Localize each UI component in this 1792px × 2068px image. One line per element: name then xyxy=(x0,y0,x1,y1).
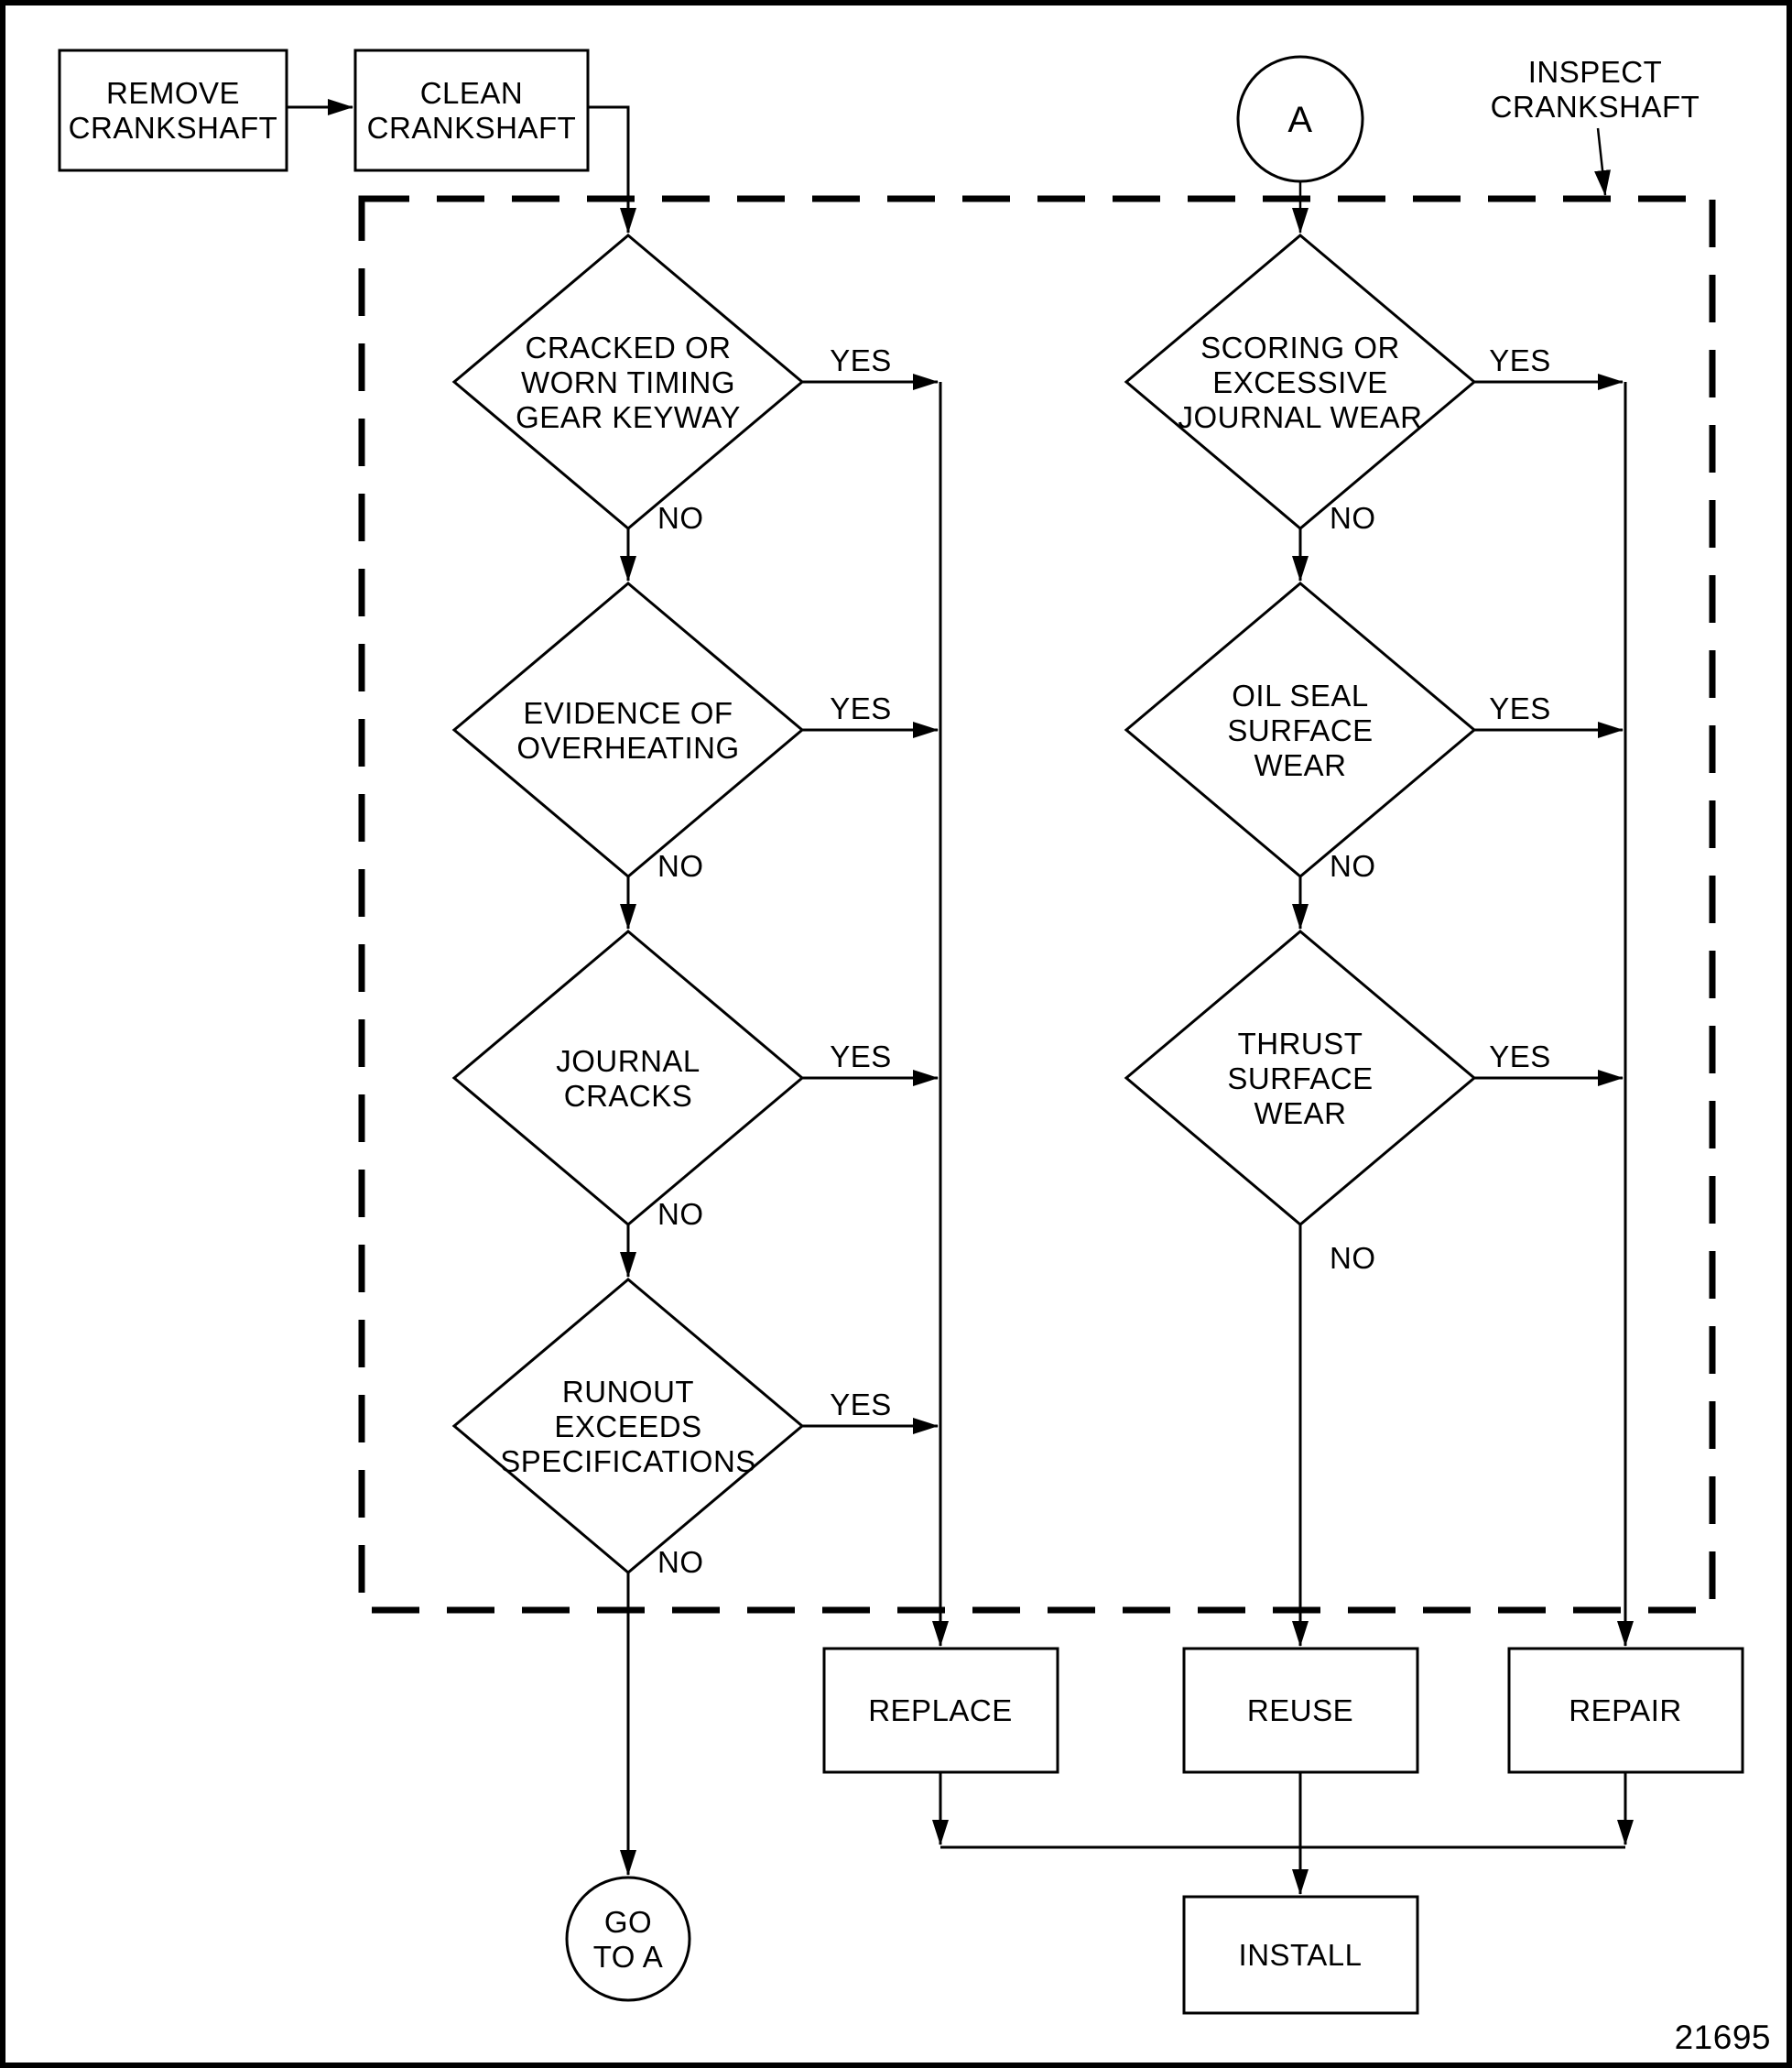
cracked-line2: WORN TIMING xyxy=(521,365,735,399)
thrust-line3: WEAR xyxy=(1254,1096,1347,1130)
thrust-line2: SURFACE xyxy=(1227,1061,1373,1095)
no-label-overheating: NO xyxy=(657,849,704,883)
connector-circle-a xyxy=(1236,55,1364,183)
oil-seal-line1: OIL SEAL xyxy=(1232,679,1369,713)
connector-clean-to-cracked xyxy=(588,105,636,234)
clean-label-line2: CRANKSHAFT xyxy=(367,111,577,145)
runout-line3: SPECIFICATIONS xyxy=(500,1444,756,1478)
connector-inspect-caption-arrow xyxy=(1594,127,1612,196)
cracked-line3: GEAR KEYWAY xyxy=(516,400,741,434)
yes-label-cracked: YES xyxy=(830,343,892,377)
runout-line1: RUNOUT xyxy=(562,1375,694,1409)
reuse-label: REUSE xyxy=(1247,1693,1353,1727)
go-to-a-line2: TO A xyxy=(593,1940,664,1974)
connector-a-label: A xyxy=(1287,100,1312,140)
process-box-remove-crankshaft xyxy=(58,49,288,172)
no-label-oil-seal: NO xyxy=(1330,849,1376,883)
journal-line1: JOURNAL xyxy=(556,1044,701,1078)
yes-label-thrust: YES xyxy=(1489,1039,1551,1073)
decision-oil-seal xyxy=(1124,582,1477,878)
inspect-caption-line1: INSPECT xyxy=(1528,55,1663,89)
terminal-box-reuse xyxy=(1182,1647,1419,1774)
runout-line2: EXCEEDS xyxy=(554,1410,701,1443)
remove-label-line2: CRANKSHAFT xyxy=(69,111,278,145)
yes-label-scoring: YES xyxy=(1489,343,1551,377)
no-label-runout: NO xyxy=(657,1545,704,1579)
remove-label-line1: REMOVE xyxy=(106,76,240,110)
decision-journal-cracks xyxy=(451,930,805,1226)
no-label-journal: NO xyxy=(657,1197,704,1231)
no-label-cracked: NO xyxy=(657,501,704,535)
oil-seal-line2: SURFACE xyxy=(1227,713,1373,747)
decision-overheating xyxy=(451,582,805,878)
process-box-install xyxy=(1182,1895,1419,2015)
inspect-caption-line2: CRANKSHAFT xyxy=(1491,90,1700,124)
no-label-scoring: NO xyxy=(1330,501,1376,535)
connector-circle-go-to-a xyxy=(565,1876,691,2002)
connector-layer xyxy=(287,99,1634,1895)
journal-line2: CRACKS xyxy=(564,1079,693,1113)
cracked-line1: CRACKED OR xyxy=(525,331,731,365)
decision-runout xyxy=(451,1278,805,1574)
yes-label-journal: YES xyxy=(830,1039,892,1073)
scoring-line1: SCORING OR xyxy=(1200,331,1400,365)
decision-thrust xyxy=(1124,930,1477,1226)
terminal-box-repair xyxy=(1507,1647,1744,1774)
overheating-line1: EVIDENCE OF xyxy=(523,696,733,730)
oil-seal-line3: WEAR xyxy=(1254,748,1347,782)
yes-label-runout: YES xyxy=(830,1388,892,1421)
thrust-line1: THRUST xyxy=(1238,1027,1363,1061)
decision-cracked-keyway xyxy=(451,234,805,530)
yes-label-oil-seal: YES xyxy=(1489,691,1551,725)
no-label-thrust: NO xyxy=(1330,1241,1376,1275)
scoring-line3: JOURNAL WEAR xyxy=(1178,400,1423,434)
clean-label-line1: CLEAN xyxy=(420,76,524,110)
replace-label: REPLACE xyxy=(868,1693,1013,1727)
process-box-clean-crankshaft xyxy=(353,49,590,172)
go-to-a-line1: GO xyxy=(604,1905,652,1939)
install-label: INSTALL xyxy=(1239,1938,1363,1972)
inspect-dashed-boundary xyxy=(358,195,1716,1614)
decision-scoring xyxy=(1124,234,1477,530)
repair-label: REPAIR xyxy=(1569,1693,1681,1727)
yes-label-overheating: YES xyxy=(830,691,892,725)
overheating-line2: OVERHEATING xyxy=(516,731,739,765)
figure-number: 21695 xyxy=(1675,2019,1771,2056)
scoring-line2: EXCESSIVE xyxy=(1212,365,1388,399)
text-layer: REMOVE CRANKSHAFT CLEAN CRANKSHAFT A INS… xyxy=(69,55,1771,2056)
shape-layer xyxy=(58,49,1744,2015)
terminal-box-replace xyxy=(822,1647,1059,1774)
